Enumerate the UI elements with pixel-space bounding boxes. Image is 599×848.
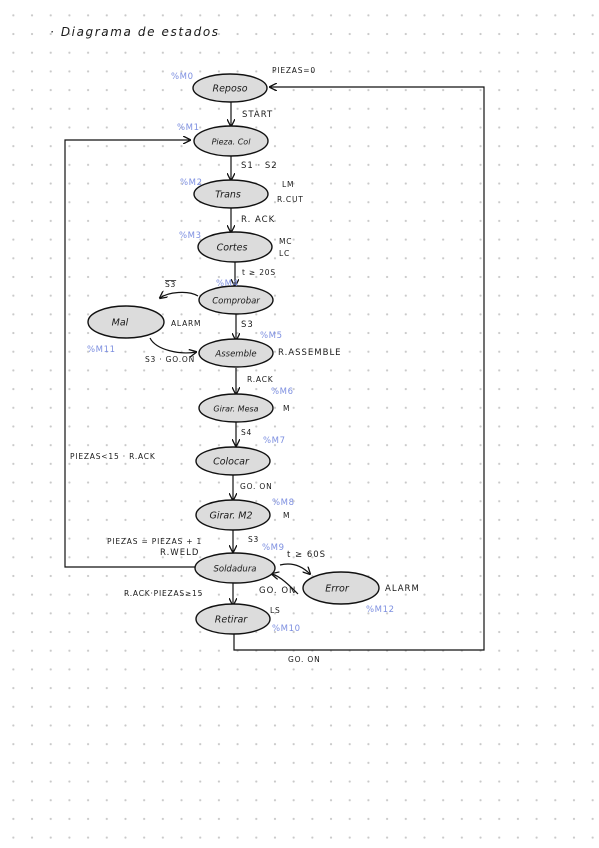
diagram-title: · Diagrama de estados: [50, 25, 220, 39]
label-r-ack-piezas: R.ACK·PIEZAS≥15: [124, 589, 203, 598]
state-label: Girar. Mesa: [213, 405, 258, 414]
state-retirar[interactable]: Retirar: [195, 603, 271, 635]
marker-m10: %M10: [272, 624, 301, 634]
state-ellipse: [302, 571, 380, 605]
marker-m5: %M5: [260, 331, 283, 341]
state-ellipse: [87, 305, 165, 339]
marker-m6: %M6: [271, 387, 294, 397]
marker-m11: %M11: [87, 345, 116, 355]
label-s3-b: S3: [248, 535, 259, 544]
state-ellipse: [198, 393, 274, 423]
label-m-2: M: [283, 511, 290, 520]
state-ellipse: [193, 179, 269, 209]
label-ls: LS: [270, 606, 281, 615]
label-r-cut: R.CUT: [277, 195, 304, 204]
state-reposo[interactable]: Reposo: [192, 73, 268, 103]
state-label: Assemble: [214, 350, 256, 360]
state-ellipse: [195, 499, 271, 531]
state-label: Mal: [112, 318, 129, 329]
state-label: Retirar: [215, 615, 249, 626]
label-t-20s: t ≥ 20S: [242, 268, 276, 277]
state-label: Girar. M2: [209, 511, 252, 522]
edges: [64, 87, 485, 651]
state-ellipse: [194, 552, 276, 584]
state-label: Pieza. Col: [212, 138, 252, 147]
label-s3-go-on: S3 · GO.ON: [145, 355, 195, 364]
label-r-ack-1: R. ACK: [241, 215, 275, 225]
label-s3: S3: [241, 320, 254, 330]
edge-error-soldadura: [272, 574, 299, 595]
label-lm: LM: [282, 180, 294, 189]
marker-m7: %M7: [263, 436, 286, 446]
label-go-on-1: GO. ON: [240, 482, 273, 491]
state-label: Error: [325, 584, 350, 595]
edge-mal-assemble: [149, 337, 196, 353]
edge-soldadura-error: [279, 563, 310, 574]
state-ellipse: [198, 285, 274, 315]
state-cortes[interactable]: Cortes: [197, 231, 273, 263]
state-colocar[interactable]: Colocar: [195, 446, 271, 476]
label-m-1: M: [283, 404, 290, 413]
state-ellipse: [193, 125, 269, 157]
label-alarm-mal: ALARM: [171, 319, 201, 328]
state-ellipse: [197, 231, 273, 263]
state-pieza-col[interactable]: Pieza. Col: [193, 125, 269, 157]
transition-labels: PIEZAS=0 START S1 · S2 LM R.CUT R. ACK M…: [70, 66, 420, 664]
label-alarm-error: ALARM: [385, 584, 420, 594]
marker-m9: %M9: [262, 543, 285, 553]
label-piezas-inc: PIEZAS = PIEZAS + 1: [107, 537, 202, 546]
state-ellipse: [195, 603, 271, 635]
label-r-weld: R.WELD: [160, 548, 199, 558]
markers: %M0 %M1 %M2 %M3 %M4 %M5 %M6 %M7 %M8 %M9 …: [87, 72, 395, 634]
label-s4: S4: [241, 428, 252, 437]
edge-comprobar-mal: [160, 292, 199, 298]
label-t-60s: t ≥ 60S: [287, 550, 326, 560]
state-trans[interactable]: Trans: [193, 179, 269, 209]
label-s1-s2: S1 · S2: [241, 161, 278, 171]
state-label: Soldadura: [213, 565, 256, 575]
label-start: START: [242, 110, 273, 120]
state-mal[interactable]: Mal: [87, 305, 165, 339]
state-ellipse: [195, 446, 271, 476]
marker-m4: %M4: [216, 279, 239, 289]
state-ellipse: [198, 338, 274, 368]
marker-m12: %M12: [366, 605, 395, 615]
marker-m8: %M8: [272, 498, 295, 508]
edge-loop-retirar-reposo: [233, 87, 485, 651]
marker-m3: %M3: [179, 231, 202, 241]
state-assemble[interactable]: Assemble: [198, 338, 274, 368]
state-girar-m2[interactable]: Girar. M2: [195, 499, 271, 531]
label-piezas-lt15: PIEZAS<15 · R.ACK: [70, 452, 156, 461]
state-soldadura[interactable]: Soldadura: [194, 552, 276, 584]
label-lc: LC: [279, 249, 290, 258]
edge-loop-soldadura-pieza: [64, 140, 196, 568]
state-label: Cortes: [217, 243, 248, 254]
state-ellipse: [192, 73, 268, 103]
state-label: Reposo: [212, 84, 247, 95]
label-r-ack-2: R.ACK: [247, 375, 274, 384]
label-mc: MC: [279, 237, 292, 246]
state-label: Colocar: [213, 457, 250, 468]
state-comprobar[interactable]: Comprobar: [198, 285, 274, 315]
state-label: Comprobar: [212, 297, 260, 307]
marker-m0: %M0: [171, 72, 194, 82]
label-go-on-2: GO. ON: [259, 586, 296, 596]
marker-m2: %M2: [180, 178, 203, 188]
state-error[interactable]: Error: [302, 571, 380, 605]
label-piezas-zero: PIEZAS=0: [272, 66, 316, 75]
label-r-assemble: R.ASSEMBLE: [278, 348, 342, 358]
state-girar-mesa[interactable]: Girar. Mesa: [198, 393, 274, 423]
label-not-s3: S3: [165, 280, 176, 289]
marker-m1: %M1: [177, 123, 200, 133]
label-go-on-3: GO. ON: [288, 655, 321, 664]
state-label: Trans: [215, 190, 241, 201]
states: Reposo Pieza. Col Trans Cortes Comprobar…: [87, 73, 380, 635]
